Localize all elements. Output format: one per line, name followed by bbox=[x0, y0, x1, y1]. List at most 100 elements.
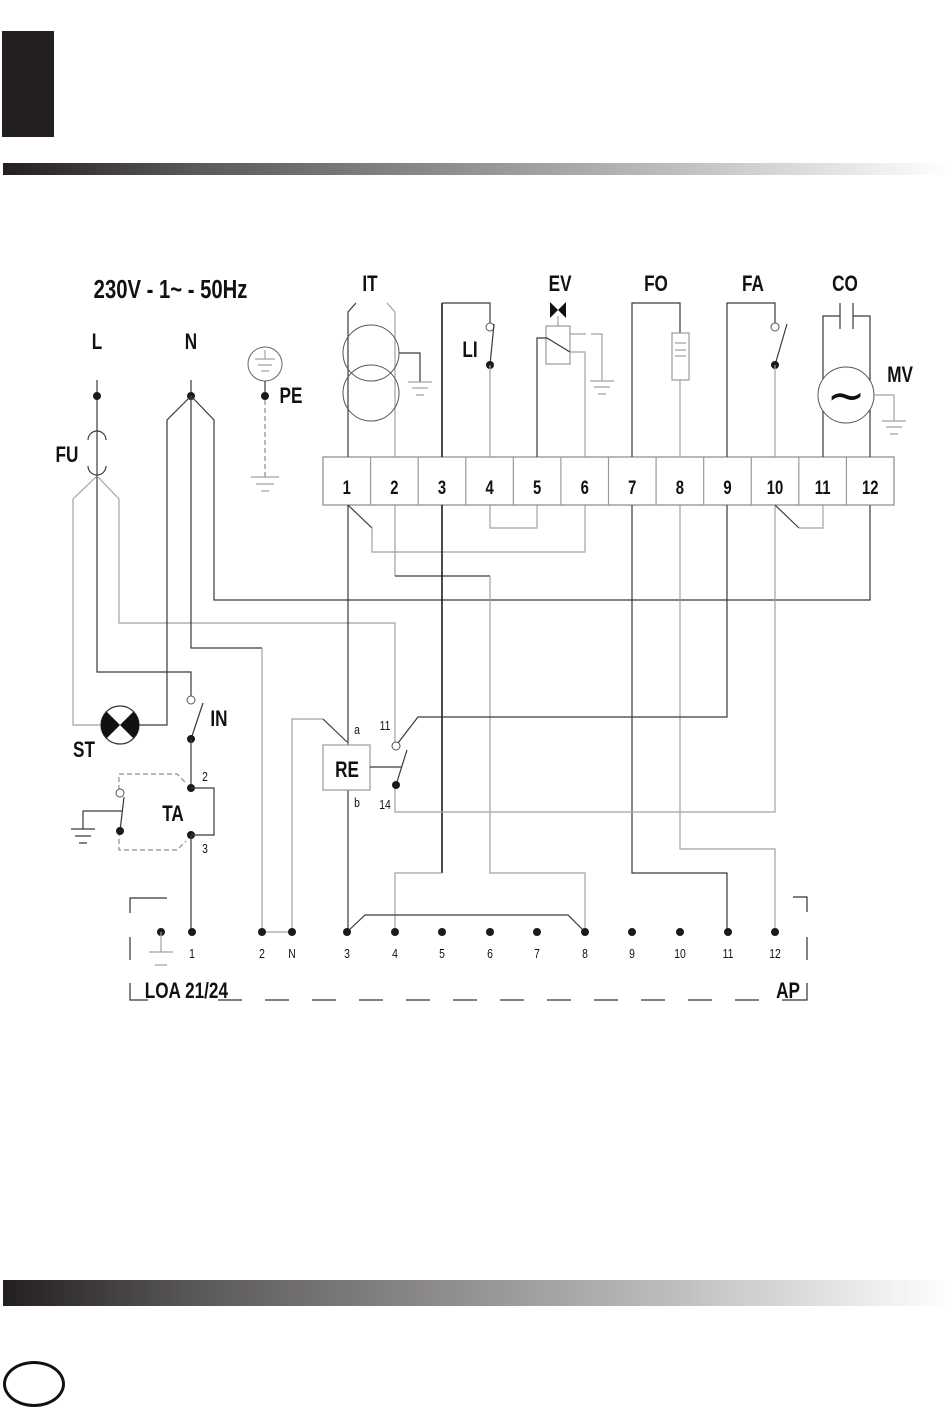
line-node-dot bbox=[93, 392, 101, 400]
control-box-end-label: AP bbox=[776, 979, 800, 1004]
wire-line-to-relay-contact bbox=[97, 476, 395, 742]
terminal-number-12: 12 bbox=[862, 477, 878, 498]
control-box-terminal-label-12: 12 bbox=[769, 947, 781, 961]
control-box-terminal-dot-N bbox=[288, 928, 296, 936]
terminal-number-5: 5 bbox=[533, 477, 541, 498]
ground-icon bbox=[71, 829, 95, 843]
solenoid-valve-label: EV bbox=[549, 272, 573, 297]
terminal-number-2: 2 bbox=[390, 477, 398, 498]
earth-node-dot bbox=[261, 392, 269, 400]
flame-switch-open-contact bbox=[771, 323, 779, 331]
line-label: L bbox=[92, 330, 102, 355]
wire-box-n-to-relay bbox=[292, 719, 323, 932]
terminal-number-7: 7 bbox=[628, 477, 636, 498]
wire-terminal-4-5-bridge bbox=[490, 505, 537, 528]
motor-ac-symbol: ~ bbox=[827, 368, 866, 422]
control-box-terminal-label-4: 4 bbox=[392, 947, 398, 961]
wire-solenoid-ground bbox=[570, 334, 602, 381]
thermostat-terminal-2-label: 2 bbox=[202, 770, 208, 784]
wire-terminal-10-to-11 bbox=[799, 505, 823, 528]
wire-box-n-diag bbox=[323, 719, 347, 742]
wire-box-3-8-bridge bbox=[347, 915, 585, 932]
control-box-terminal-label-N: N bbox=[288, 947, 296, 961]
control-box-terminal-dot-2 bbox=[258, 928, 266, 936]
wire-terminal-2-to-box-8 bbox=[490, 576, 585, 932]
wire-thermostat-bridge bbox=[191, 788, 214, 835]
control-box-terminal-label-9: 9 bbox=[629, 947, 635, 961]
terminal-number-8: 8 bbox=[676, 477, 684, 498]
protective-earth bbox=[248, 347, 282, 491]
wire-transformer-left bbox=[348, 303, 356, 457]
transformer-label: IT bbox=[362, 272, 377, 297]
capacitor-label: CO bbox=[832, 272, 858, 297]
wire-terminal-1-to-6 bbox=[372, 505, 585, 552]
control-box-terminal-dot-8 bbox=[581, 928, 589, 936]
wire-solenoid-right bbox=[570, 352, 585, 457]
terminal-number-9: 9 bbox=[723, 477, 731, 498]
control-box-terminal-label-10: 10 bbox=[674, 947, 686, 961]
heater: FO bbox=[632, 272, 689, 457]
control-box-terminal-dot-6 bbox=[486, 928, 494, 936]
wire-terminal-3-to-box-4 bbox=[395, 873, 442, 932]
control-box-terminal-dot-5 bbox=[438, 928, 446, 936]
terminal-number-6: 6 bbox=[581, 477, 589, 498]
wire-flame-switch-top bbox=[727, 303, 775, 457]
valve-icon bbox=[550, 302, 566, 318]
relay-pivot-dot bbox=[392, 781, 400, 789]
wire-terminal-9-to-relay-11 bbox=[398, 505, 727, 743]
thermostat: TA 2 3 bbox=[71, 770, 214, 932]
wire-neutral-to-lamp bbox=[139, 396, 191, 725]
motor-label: MV bbox=[887, 363, 913, 388]
control-box-terminal-label-7: 7 bbox=[534, 947, 540, 961]
control-box-terminal-dot-1 bbox=[188, 928, 196, 936]
solenoid-valve: EV bbox=[537, 272, 614, 457]
control-box-terminal-label-2: 2 bbox=[259, 947, 265, 961]
terminal-number-11: 11 bbox=[815, 477, 831, 498]
transformer-secondary-coil-icon bbox=[343, 365, 399, 421]
flame-switch: FA bbox=[727, 272, 787, 457]
limit-switch: LI bbox=[442, 303, 494, 457]
thermostat-blade-icon bbox=[120, 797, 124, 831]
relay-contact-terminal-14: 14 bbox=[379, 798, 391, 812]
terminal-number-4: 4 bbox=[485, 477, 494, 498]
wire-neutral-to-box bbox=[191, 396, 262, 648]
wire-line-to-switch bbox=[97, 476, 191, 696]
relay-coil-terminal-b: b bbox=[354, 796, 360, 810]
supply-label: 230V - 1~ - 50Hz bbox=[94, 275, 248, 304]
ground-icon bbox=[590, 381, 614, 394]
control-box-terminal-dot-11 bbox=[724, 928, 732, 936]
wire-thermostat-ground bbox=[83, 811, 122, 829]
limit-switch-open-contact bbox=[486, 323, 494, 331]
ground-icon bbox=[149, 952, 173, 965]
motor-capacitor: CO ~ MV bbox=[818, 272, 914, 457]
switch-open-contact bbox=[187, 696, 195, 704]
terminal-number-10: 10 bbox=[767, 477, 783, 498]
earth-label: PE bbox=[280, 384, 303, 409]
wire-motor-ground bbox=[874, 395, 894, 421]
neutral-label: N bbox=[185, 330, 197, 355]
wire-solenoid-left bbox=[537, 338, 570, 457]
wire-transformer-ground bbox=[399, 353, 420, 382]
wire-transformer-right bbox=[387, 303, 395, 457]
wire-limit-switch-top bbox=[442, 303, 490, 323]
fuse-label: FU bbox=[56, 443, 79, 468]
thermostat-open-contact bbox=[116, 789, 124, 797]
thermostat-terminal-3-label: 3 bbox=[202, 842, 208, 856]
earth-symbol-lines bbox=[255, 350, 275, 371]
terminal-number-3: 3 bbox=[438, 477, 446, 498]
terminal-number-1: 1 bbox=[343, 477, 351, 498]
flame-switch-label: FA bbox=[742, 272, 764, 297]
signal-lamp bbox=[101, 706, 139, 744]
control-box-terminal-label-6: 6 bbox=[487, 947, 493, 961]
control-box-terminal-label-3: 3 bbox=[344, 947, 350, 961]
main-switch bbox=[187, 696, 203, 788]
thermostat-pivot-dot bbox=[116, 827, 124, 835]
line-conductor bbox=[73, 380, 395, 742]
wire-terminal-1-diag bbox=[348, 505, 372, 528]
ground-icon bbox=[251, 477, 279, 491]
control-box-terminal-dot-9 bbox=[628, 928, 636, 936]
wire-terminal-10-diag bbox=[775, 505, 799, 528]
heater-label: FO bbox=[644, 272, 668, 297]
